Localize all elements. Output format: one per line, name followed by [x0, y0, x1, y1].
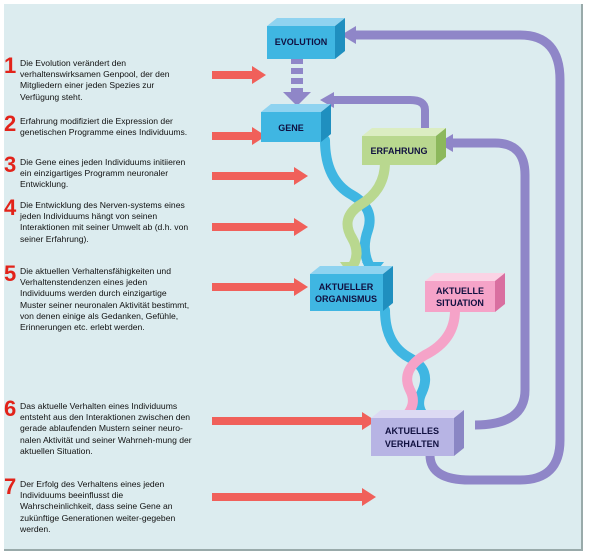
step-text: Der Erfolg des Verhaltens eines jeden In… [20, 479, 176, 534]
step-number: 3 [4, 152, 17, 177]
step-3: 3 Die Gene eines jeden Individuums initi… [4, 153, 194, 191]
evolution-to-gene-arrow [283, 58, 311, 106]
pointer-arrow-6 [212, 412, 376, 430]
step-number: 7 [4, 474, 17, 499]
pointer-arrow-1 [212, 66, 266, 84]
step-text: Erfahrung modifiziert die Expression der… [20, 116, 188, 138]
arrowhead-to-evolution [341, 26, 356, 44]
pointer-arrow-2 [212, 127, 266, 145]
pointer-arrows [212, 66, 376, 506]
strand-pink-lower [399, 305, 460, 423]
step-1: 1 Die Evolution verändert den verhaltens… [4, 54, 194, 103]
step-4: 4 Die Entwicklung des Nerven-systems ein… [4, 196, 194, 245]
box-erfahrung: ERFAHRUNG [362, 128, 446, 165]
step-7: 7 Der Erfolg des Verhaltens eines jeden … [4, 475, 194, 535]
box-verhalten-label-2: VERHALTEN [385, 439, 439, 449]
step-number: 2 [4, 111, 17, 136]
step-text: Das aktuelle Verhalten eines Individuums… [20, 401, 192, 456]
step-number: 1 [4, 53, 17, 78]
box-situation-label-1: AKTUELLE [436, 286, 484, 296]
strands-organismus-situation [380, 305, 460, 425]
loop-verhalten-to-evolution [355, 30, 565, 485]
box-verhalten-label-1: AKTUELLES [385, 426, 439, 436]
strand-green-upper [342, 157, 390, 275]
strand-cyan-upper [320, 135, 377, 275]
step-number: 6 [4, 396, 17, 421]
box-gene: GENE [261, 104, 331, 142]
step-text: Die aktuellen Verhaltensfähigkeiten und … [20, 266, 190, 333]
box-situation: AKTUELLE SITUATION [425, 273, 505, 312]
pointer-arrow-4 [212, 218, 308, 236]
pointer-arrow-7 [212, 488, 376, 506]
box-erfahrung-label: ERFAHRUNG [370, 146, 427, 156]
step-number: 4 [4, 195, 17, 220]
step-text: Die Evolution verändert den verhaltenswi… [20, 58, 170, 102]
box-evolution-label: EVOLUTION [275, 37, 328, 47]
step-text: Die Entwicklung des Nerven-systems eines… [20, 200, 189, 244]
step-text: Die Gene eines jeden Individuums initiie… [20, 157, 186, 190]
loop-erfahrung-to-gene [333, 96, 429, 128]
feedback-loops [320, 26, 565, 485]
box-gene-label: GENE [278, 123, 304, 133]
box-organismus-label-1: AKTUELLER [319, 282, 374, 292]
pointer-arrow-5 [212, 278, 308, 296]
box-situation-label-2: SITUATION [436, 298, 484, 308]
box-evolution: EVOLUTION [267, 18, 345, 59]
step-2: 2 Erfahrung modifiziert die Expression d… [4, 112, 194, 138]
strand-cyan-lower [380, 305, 433, 425]
step-5: 5 Die aktuellen Verhaltensfähigkeiten un… [4, 262, 194, 333]
box-organismus-label-2: ORGANISMUS [315, 294, 377, 304]
pointer-arrow-3 [212, 167, 308, 185]
step-number: 5 [4, 261, 17, 286]
step-6: 6 Das aktuelle Verhalten eines Individuu… [4, 397, 194, 457]
box-verhalten: AKTUELLES VERHALTEN [371, 410, 464, 456]
box-organismus: AKTUELLER ORGANISMUS [310, 266, 393, 311]
loop-verhalten-to-erfahrung [452, 138, 530, 430]
